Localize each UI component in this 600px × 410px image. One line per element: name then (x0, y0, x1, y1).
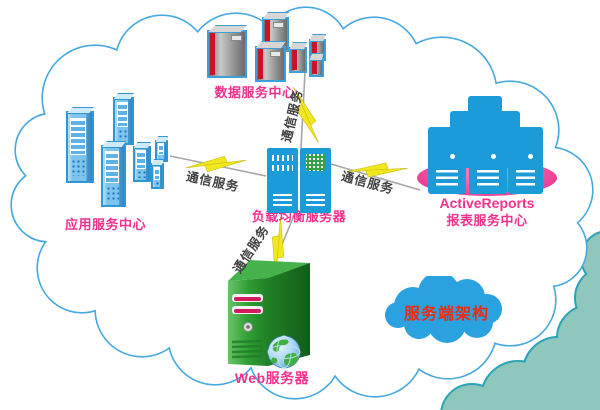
data-server-icon (309, 58, 324, 77)
teal-cloud (440, 231, 600, 410)
tower-dots (116, 128, 128, 140)
architecture-cloud-label: 服务端架构 (404, 306, 490, 323)
lightning-bolt-icon (185, 155, 247, 173)
server-slot (270, 51, 281, 57)
report-server-icon (508, 127, 543, 194)
globe-icon (267, 335, 301, 369)
tower-panel (116, 102, 128, 127)
tower-dots (105, 185, 119, 201)
vent-bars (272, 165, 293, 171)
tower-panel (157, 143, 164, 155)
architecture-cloud-icon (385, 276, 502, 343)
data-server-icon (289, 47, 307, 73)
server-slot (273, 22, 284, 28)
drive-slot (232, 294, 263, 302)
vent-lines (436, 170, 458, 188)
tower-panel (105, 151, 119, 184)
data-server-icon (207, 30, 247, 78)
tower-panel (136, 150, 146, 169)
app-server-tower-icon (101, 145, 126, 207)
panel-lines (306, 194, 325, 207)
server-slot (231, 35, 242, 41)
lightning-bolt-icon (346, 162, 408, 178)
app-server-tower-icon (133, 146, 151, 182)
tower-dots (136, 169, 146, 178)
power-dot (491, 153, 497, 159)
lightning-bolt-icon (271, 216, 285, 278)
vent-lines (515, 170, 536, 188)
server-top-face (228, 260, 310, 281)
app-server-tower-icon (155, 140, 168, 162)
load-balancer-icon (267, 148, 298, 213)
grid-display (306, 154, 325, 171)
lightning-bolt-icon (293, 87, 319, 143)
power-dot (528, 153, 534, 159)
load-balancer-label: 负载均衡服务器 (251, 209, 347, 224)
panel-lines (273, 194, 292, 207)
data-service-center-label: 数据服务中心 (214, 85, 296, 100)
tower-dots (70, 157, 87, 177)
report-center-label-en: ActiveReports (439, 195, 535, 211)
app-service-center-label: 应用服务中心 (64, 217, 146, 232)
web-server-label: Web服务器 (234, 370, 310, 386)
report-center-label-cn: 报表服务中心 (446, 213, 528, 228)
vent-bars (272, 155, 293, 161)
data-server-icon (255, 46, 286, 82)
power-button (243, 322, 253, 332)
report-server-icon (428, 127, 466, 194)
load-balancer-icon (300, 148, 331, 213)
vent-lines (477, 170, 499, 188)
app-server-tower-icon (151, 163, 164, 189)
app-server-tower-icon (66, 111, 94, 183)
tower-panel (153, 166, 160, 180)
tower-dots (153, 179, 160, 186)
lightning-bolts (185, 87, 408, 278)
web-server-icon (228, 260, 310, 369)
report-server-icon (469, 127, 507, 194)
vent-grille (231, 339, 264, 359)
drive-slot (232, 306, 263, 314)
app-server-tower-icon (113, 97, 134, 145)
connection-line-right (330, 163, 421, 191)
power-dot (450, 153, 456, 159)
tower-panel (70, 117, 87, 156)
